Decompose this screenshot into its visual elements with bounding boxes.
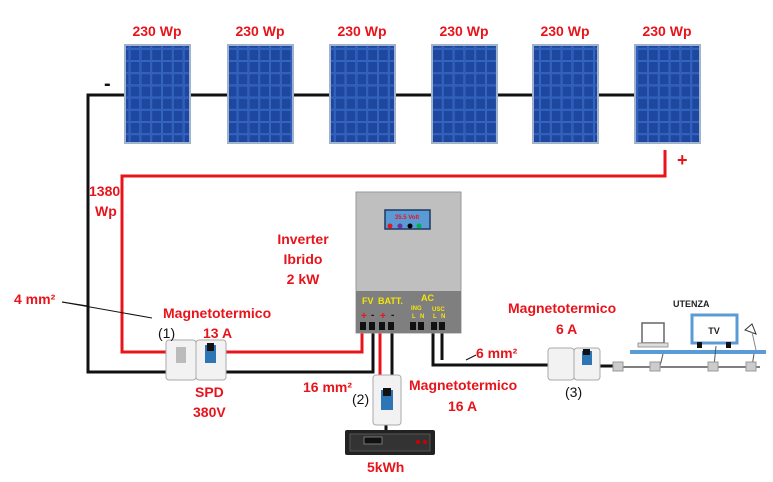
breaker-2-title: Magnetotermico xyxy=(409,377,517,393)
breaker-3 xyxy=(547,347,601,381)
pv-panel: 230 Wp xyxy=(227,23,294,144)
batt-minus: - xyxy=(391,310,394,321)
pv-panel: 230 Wp xyxy=(532,23,599,144)
socket xyxy=(707,361,719,372)
pv-panels: 230 Wp 230 Wp 230 Wp 230 Wp 230 Wp 230 Wp xyxy=(124,23,701,144)
negative-wire xyxy=(86,93,168,374)
inverter-title-1: Inverter xyxy=(277,231,329,247)
array-power-line2: Wp xyxy=(95,203,117,219)
ing-label: ING xyxy=(411,306,422,312)
tv-icon: TV xyxy=(690,313,739,348)
breaker-3-rating: 6 A xyxy=(556,321,577,337)
battery xyxy=(345,430,435,455)
loads-title: UTENZA xyxy=(673,299,710,309)
array-power-line1: 1380 xyxy=(89,183,120,199)
ing-n: N xyxy=(420,314,424,320)
fv-minus: - xyxy=(371,310,374,321)
panel-label: 230 Wp xyxy=(439,23,488,39)
ac-label: AC xyxy=(421,293,434,303)
pv-panel: 230 Wp xyxy=(329,23,396,144)
usc-label: USC xyxy=(432,307,445,313)
breaker-3-index: (3) xyxy=(565,384,582,400)
battery-label: 5kWh xyxy=(367,459,404,475)
fv-positive-wire xyxy=(226,333,364,354)
display-text: 35.5 Volt xyxy=(395,215,419,221)
pv-panel: 230 Wp xyxy=(124,23,191,144)
load-shelf xyxy=(630,350,766,354)
spd-label: SPD xyxy=(195,384,224,400)
fv-label: FV xyxy=(362,296,374,306)
panel-label: 230 Wp xyxy=(235,23,284,39)
panel-label: 230 Wp xyxy=(540,23,589,39)
fv-negative-wire xyxy=(226,333,375,374)
ing-l: L xyxy=(412,314,416,320)
loads: UTENZA TV xyxy=(612,299,766,372)
breaker-2-index: (2) xyxy=(352,391,369,407)
panel-label: 230 Wp xyxy=(132,23,181,39)
spd-voltage: 380V xyxy=(193,404,226,420)
cable-batt-label: 16 mm² xyxy=(303,379,352,395)
pv-panel: 230 Wp xyxy=(431,23,498,144)
socket xyxy=(612,361,624,372)
pv-panel: 230 Wp xyxy=(634,23,701,144)
array-minus: - xyxy=(104,73,111,95)
batt-plus: + xyxy=(380,311,386,322)
breaker-2 xyxy=(372,374,402,426)
panel-label: 230 Wp xyxy=(642,23,691,39)
fv-plus: + xyxy=(361,311,367,322)
socket xyxy=(649,361,661,372)
breaker-2-rating: 16 A xyxy=(448,398,477,414)
batt-label: BATT. xyxy=(378,296,403,306)
lamp-icon xyxy=(744,323,757,351)
tv-label: TV xyxy=(708,326,720,336)
breaker-1-and-spd xyxy=(165,339,227,381)
usc-n: N xyxy=(441,314,445,320)
positive-wire xyxy=(120,150,667,354)
usc-l: L xyxy=(433,314,437,320)
panel-label: 230 Wp xyxy=(337,23,386,39)
array-plus: + xyxy=(677,150,688,170)
breaker-1-title: Magnetotermico xyxy=(163,305,271,321)
breaker-1-index: (1) xyxy=(158,325,175,341)
breaker-3-title: Magnetotermico xyxy=(508,300,616,316)
ac-out-wire-l xyxy=(431,333,550,367)
cable-left-label: 4 mm² xyxy=(14,291,56,307)
socket xyxy=(745,361,757,372)
laptop-icon xyxy=(637,322,669,348)
hybrid-inverter: 35.5 Volt FV BATT. AC ING USC + - + - L … xyxy=(355,191,462,334)
breaker-1-rating: 13 A xyxy=(203,325,232,341)
cable-out-label: 6 mm² xyxy=(476,345,518,361)
inverter-title-3: 2 kW xyxy=(287,271,320,287)
inverter-title-2: Ibrido xyxy=(284,251,323,267)
